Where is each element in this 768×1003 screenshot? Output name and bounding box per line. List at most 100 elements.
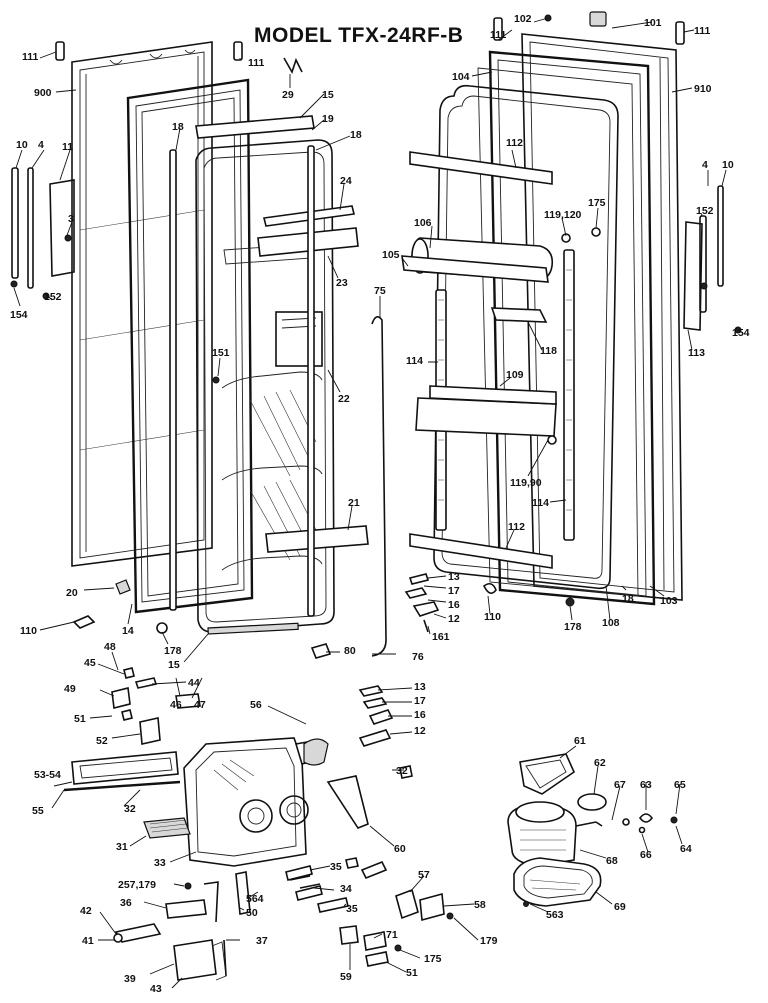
callout-4-left: 4 <box>38 139 44 151</box>
callout-175-right: 175 <box>588 197 606 209</box>
callout-154-right: 154 <box>732 327 750 339</box>
callout-76: 76 <box>412 651 424 663</box>
callout-152-right: 152 <box>696 205 714 217</box>
callout-53-54: 53-54 <box>34 769 61 781</box>
callout-31: 31 <box>116 841 128 853</box>
callout-69: 69 <box>614 901 626 913</box>
callout-22: 22 <box>338 393 350 405</box>
callout-52: 52 <box>96 735 108 747</box>
callout-111-c: 111 <box>490 29 507 41</box>
fresh-food-door-outer-panel <box>521 33 683 601</box>
callout-257-179: 257,179 <box>118 879 156 891</box>
fresh-food-door-handles <box>493 11 685 45</box>
callout-20: 20 <box>66 587 78 599</box>
callout-35-a: 35 <box>330 861 342 873</box>
callout-178-right: 178 <box>564 621 582 633</box>
callout-175-bottom: 175 <box>424 953 442 965</box>
callout-59: 59 <box>340 971 352 983</box>
callout-21: 21 <box>348 497 360 509</box>
callout-75: 75 <box>374 285 386 297</box>
callout-17-center: 17 <box>414 695 426 707</box>
callout-35-b: 35 <box>346 903 358 915</box>
callout-564: 564 <box>246 893 264 905</box>
callout-101: 101 <box>644 17 662 29</box>
freezer-shelves <box>195 115 369 553</box>
callout-109: 109 <box>506 369 524 381</box>
callout-39: 39 <box>124 973 136 985</box>
callout-108: 108 <box>602 617 620 629</box>
ice-maker-assembly <box>507 753 678 907</box>
callout-43: 43 <box>150 983 162 995</box>
callout-18-a: 18 <box>172 121 184 133</box>
callout-111-b: 111 <box>248 57 265 69</box>
callout-19: 19 <box>322 113 334 125</box>
callout-48: 48 <box>104 641 116 653</box>
callout-17-right: 17 <box>448 585 460 597</box>
callout-119-120: 119,120 <box>544 209 582 221</box>
callout-111-d: 111 <box>694 25 711 37</box>
callout-65: 65 <box>674 779 686 791</box>
callout-51-bottom: 51 <box>406 967 418 979</box>
callout-110-right: 110 <box>484 611 501 623</box>
callout-51-left: 51 <box>74 713 86 725</box>
freezer-strips-left <box>11 145 315 617</box>
diagram-title: MODEL TFX-24RF-B <box>254 24 464 47</box>
callout-178-left: 178 <box>164 645 182 657</box>
callout-29: 29 <box>282 89 294 101</box>
callout-161: 161 <box>432 631 450 643</box>
callout-3: 3 <box>68 213 74 225</box>
callout-49: 49 <box>64 683 76 695</box>
callout-12-center: 12 <box>414 725 426 737</box>
callout-10-right: 10 <box>722 159 734 171</box>
callout-12-right: 12 <box>448 613 460 625</box>
callout-910: 910 <box>694 83 712 95</box>
dispenser-switch-parts <box>339 888 454 967</box>
callout-41: 41 <box>82 935 94 947</box>
dispenser-lower-parts <box>113 857 388 981</box>
callout-13-right: 13 <box>448 571 460 583</box>
callout-60: 60 <box>394 843 406 855</box>
callout-23: 23 <box>336 277 348 289</box>
callout-61: 61 <box>574 735 586 747</box>
callout-152-left: 152 <box>44 291 62 303</box>
callout-71: 71 <box>386 929 398 941</box>
callout-103: 103 <box>660 595 678 607</box>
fresh-food-small-parts <box>404 14 742 633</box>
callout-80: 80 <box>344 645 356 657</box>
callout-56: 56 <box>250 699 262 711</box>
callout-119-90: 119,90 <box>510 477 542 489</box>
callout-45: 45 <box>84 657 96 669</box>
callout-114-b: 114 <box>532 497 549 509</box>
callout-24: 24 <box>340 175 352 187</box>
callout-113: 113 <box>688 347 705 359</box>
callout-15-bottom: 15 <box>168 659 180 671</box>
callout-112-bottom: 112 <box>508 521 525 533</box>
callout-66: 66 <box>640 849 652 861</box>
callout-106: 106 <box>414 217 432 229</box>
fresh-food-shelves <box>401 151 557 569</box>
callout-63: 63 <box>640 779 652 791</box>
callout-50: 50 <box>246 907 258 919</box>
freezer-door-handle-left <box>55 41 243 61</box>
callout-13-center: 13 <box>414 681 426 693</box>
callout-563: 563 <box>546 909 564 921</box>
callout-16-center: 16 <box>414 709 426 721</box>
dispenser-parts <box>63 667 413 839</box>
freezer-gasket <box>126 78 254 614</box>
callout-102: 102 <box>514 13 532 25</box>
callout-151: 151 <box>212 347 230 359</box>
callout-16-right: 16 <box>448 599 460 611</box>
callout-4-right: 4 <box>702 159 708 171</box>
callout-68: 68 <box>606 855 618 867</box>
callout-44: 44 <box>188 677 200 689</box>
callout-62: 62 <box>594 757 606 769</box>
callout-47: 47 <box>194 699 206 711</box>
callout-105: 105 <box>382 249 400 261</box>
callout-18-b: 18 <box>350 129 362 141</box>
callout-37: 37 <box>256 935 268 947</box>
callout-900: 900 <box>34 87 52 99</box>
callout-10-left: 10 <box>16 139 28 151</box>
dispenser-housing <box>183 737 309 867</box>
